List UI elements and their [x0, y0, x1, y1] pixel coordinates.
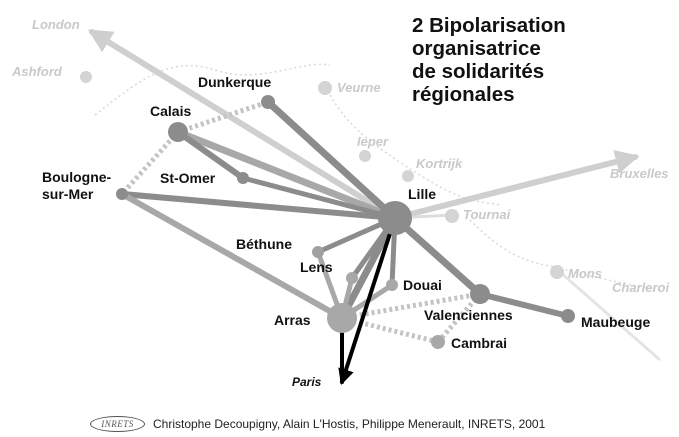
label-boulogne-1: Boulogne- [42, 169, 112, 185]
label-dunkerque: Dunkerque [198, 74, 271, 90]
label-bethune: Béthune [236, 236, 292, 252]
node-st-omer [237, 172, 249, 184]
node-mons [550, 265, 564, 279]
label-ieper: Ieper [357, 134, 389, 149]
link-arras-cambrai [341, 315, 439, 345]
link-lille-london [87, 29, 398, 221]
border-dotted-east [469, 219, 661, 291]
city-labels: Dunkerque Calais Boulogne- sur-Mer St-Om… [42, 74, 650, 389]
node-calais [168, 122, 188, 142]
label-douai: Douai [403, 277, 442, 293]
link-lille-boulogne [119, 191, 398, 221]
label-lens: Lens [300, 259, 333, 275]
node-tournai [445, 209, 459, 223]
node-ashford [80, 71, 92, 83]
node-lens [346, 272, 358, 284]
city-nodes [116, 95, 575, 349]
title-line-2: organisatrice [412, 37, 541, 60]
node-dunkerque [261, 95, 275, 109]
label-valenciennes: Valenciennes [424, 307, 513, 323]
credit-text: Christophe Decoupigny, Alain L'Hostis, P… [153, 417, 546, 431]
node-bethune [312, 246, 324, 258]
label-kortrijk: Kortrijk [416, 156, 463, 171]
link-lille-paris [338, 216, 397, 386]
inrets-logo: INRETS [90, 416, 145, 432]
label-lille: Lille [408, 186, 436, 202]
title-line-3: de solidarités [412, 60, 545, 83]
label-mons: Mons [568, 266, 602, 281]
faint-nodes [80, 71, 564, 279]
link-valenciennes-maubeuge [477, 291, 571, 319]
border-dotted-north [329, 94, 501, 206]
link-arras-valenciennes [341, 291, 481, 321]
link-lille-bruxelles [392, 150, 640, 221]
label-tournai: Tournai [463, 207, 511, 222]
label-calais: Calais [150, 103, 191, 119]
link-calais-boulogne [120, 130, 180, 196]
node-maubeuge [561, 309, 575, 323]
label-boulogne-2: sur-Mer [42, 186, 94, 202]
diagram-title: 2 Bipolarisation organisatrice de solida… [412, 14, 566, 106]
label-cambrai: Cambrai [451, 335, 507, 351]
node-valenciennes [470, 284, 490, 304]
label-london: London [32, 17, 80, 32]
node-lille [378, 201, 412, 235]
link-lille-arras [338, 214, 399, 322]
secondary-links [120, 99, 482, 345]
label-paris: Paris [292, 375, 322, 389]
link-calais-dunkerque [177, 99, 269, 135]
node-cambrai [431, 335, 445, 349]
faint-labels: London Ashford Veurne Ieper Kortrijk Bru… [11, 17, 669, 295]
link-lille-dunkerque [264, 98, 399, 222]
label-bruxelles: Bruxelles [610, 166, 669, 181]
link-lille-calais [174, 128, 399, 222]
node-ieper [359, 150, 371, 162]
node-douai [386, 279, 398, 291]
link-boulogne-arras [119, 191, 345, 321]
footer: INRETS Christophe Decoupigny, Alain L'Ho… [90, 414, 679, 434]
label-veurne: Veurne [337, 80, 381, 95]
border-lines [94, 63, 661, 291]
label-charleroi: Charleroi [612, 280, 669, 295]
link-mons-charleroi [559, 270, 661, 362]
title-line-4: régionales [412, 83, 515, 106]
label-maubeuge: Maubeuge [581, 314, 650, 330]
node-boulogne [116, 188, 128, 200]
link-lille-st-omer [240, 175, 398, 221]
label-ashford: Ashford [11, 64, 63, 79]
node-kortrijk [402, 170, 414, 182]
link-cambrai-valenciennes [436, 292, 482, 344]
link-calais-st-omer [175, 129, 246, 181]
node-arras [327, 303, 357, 333]
label-arras: Arras [274, 312, 311, 328]
node-veurne [318, 81, 332, 95]
coastline-dotted [94, 63, 331, 116]
title-line-1: 2 Bipolarisation [412, 14, 566, 37]
link-lille-valenciennes [391, 214, 484, 298]
label-st-omer: St-Omer [160, 170, 216, 186]
